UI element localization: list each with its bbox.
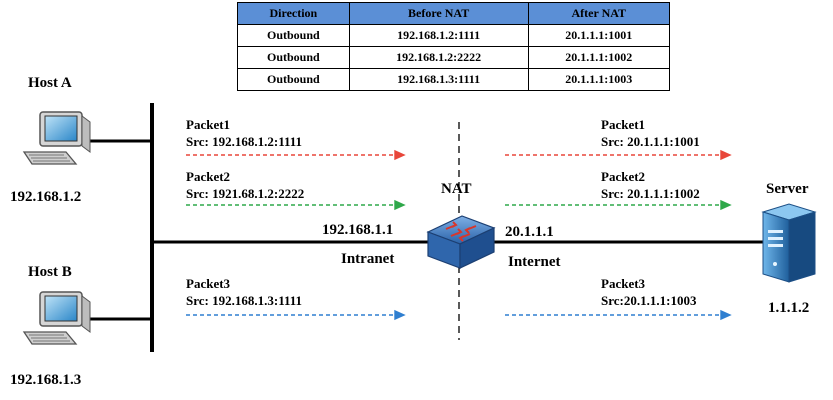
nat-outside-ip: 20.1.1.1 xyxy=(505,224,554,240)
table-cell: 192.168.1.2:2222 xyxy=(348,46,529,69)
arrow-left-packet3 xyxy=(186,309,406,321)
packet-right-2-title: Packet2 xyxy=(601,169,646,184)
arrow-right-packet3 xyxy=(505,309,732,321)
host-b-name: Host B xyxy=(28,264,72,280)
table-cell: Outbound xyxy=(237,46,350,69)
table-cell: 20.1.1.1:1001 xyxy=(527,24,671,47)
table-header-before-nat: Before NAT xyxy=(348,2,529,25)
packet-left-2-src: Src: 1921.68.1.2:2222 xyxy=(186,186,305,201)
nat-inside-label: Intranet xyxy=(341,251,395,267)
table-header-direction: Direction xyxy=(237,2,350,25)
packet-left-1-src: Src: 192.168.1.2:1111 xyxy=(186,134,303,149)
packet-left-2-title: Packet2 xyxy=(186,169,231,184)
table-row: Outbound 192.168.1.2:2222 20.1.1.1:1002 xyxy=(237,46,671,69)
table-row: Outbound 192.168.1.3:1111 20.1.1.1:1003 xyxy=(237,68,671,91)
host-b-ip: 192.168.1.3 xyxy=(10,372,82,388)
host-a-ip: 192.168.1.2 xyxy=(10,189,82,205)
nat-inside-ip: 192.168.1.1 xyxy=(322,222,394,238)
packet-left-3-title: Packet3 xyxy=(186,276,231,291)
arrow-left-packet2 xyxy=(186,199,406,211)
packet-right-3-title: Packet3 xyxy=(601,276,646,291)
arrow-right-packet2 xyxy=(505,199,732,211)
table-cell: Outbound xyxy=(237,24,350,47)
table-cell: 20.1.1.1:1003 xyxy=(527,68,671,91)
host-a-name: Host A xyxy=(28,75,72,91)
server-icon xyxy=(761,203,817,283)
computer-icon xyxy=(22,111,91,165)
nat-outside-label: Internet xyxy=(508,254,561,270)
table-header-after-nat: After NAT xyxy=(527,2,671,25)
packet-right-1-src: Src: 20.1.1.1:1001 xyxy=(601,134,700,149)
router-icon xyxy=(426,215,496,269)
packet-left-3-src: Src: 192.168.1.3:1111 xyxy=(186,293,303,308)
arrow-left-packet1 xyxy=(186,149,406,161)
arrow-right-packet1 xyxy=(505,149,732,161)
server-name: Server xyxy=(766,181,809,197)
table-cell: 192.168.1.3:1111 xyxy=(348,68,529,91)
packet-right-2-src: Src: 20.1.1.1:1002 xyxy=(601,186,700,201)
packet-right-3-src: Src:20.1.1.1:1003 xyxy=(601,293,697,308)
computer-icon xyxy=(22,291,91,345)
server-ip: 1.1.1.2 xyxy=(768,300,810,316)
table-header-row: Direction Before NAT After NAT xyxy=(237,2,671,25)
packet-left-1-title: Packet1 xyxy=(186,117,231,132)
nat-translation-table: Direction Before NAT After NAT Outbound … xyxy=(237,2,671,91)
packet-right-1-title: Packet1 xyxy=(601,117,646,132)
nat-label: NAT xyxy=(441,181,472,197)
table-cell: Outbound xyxy=(237,68,350,91)
